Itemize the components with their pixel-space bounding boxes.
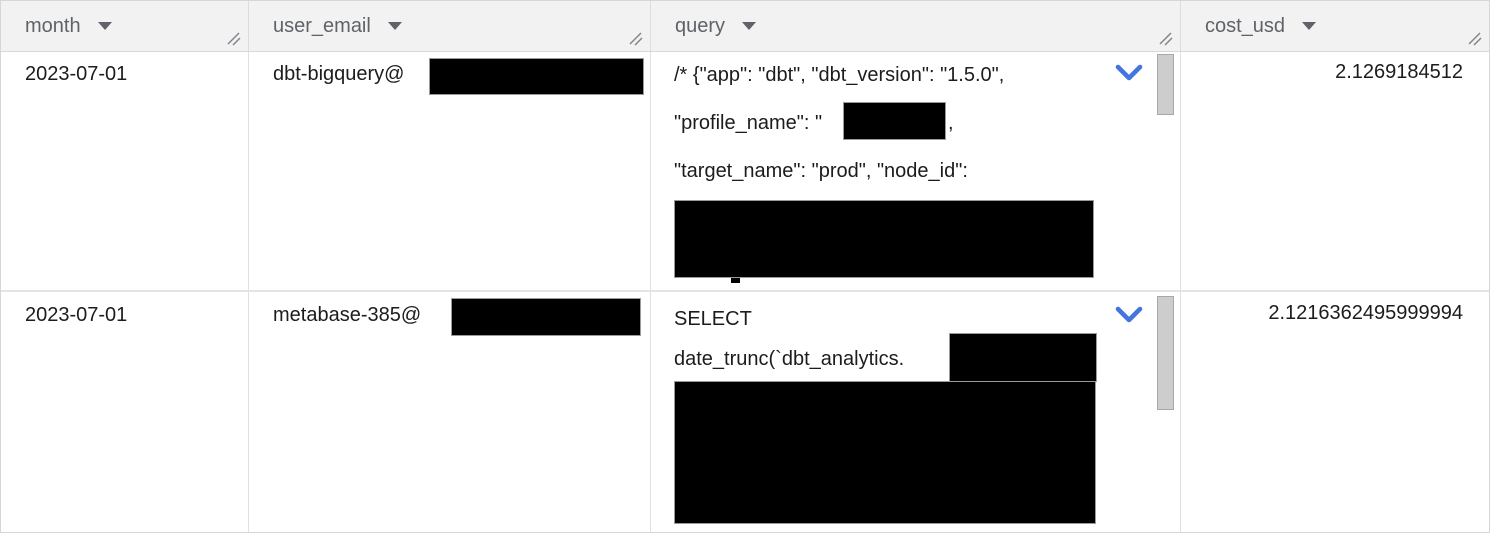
query-cell: SELECT date_trunc(`dbt_analytics. <box>651 292 1181 532</box>
redaction-box <box>674 200 1094 278</box>
query-cell: /* {"app": "dbt", "dbt_version": "1.5.0"… <box>651 52 1181 290</box>
month-cell: 2023-07-01 <box>1 292 249 532</box>
table-row: 2023-07-01 metabase-385@ SELECT date_tru… <box>1 290 1489 532</box>
column-label-user-email: user_email <box>273 14 371 37</box>
column-resize-handle-icon[interactable] <box>1158 31 1173 46</box>
table-header-row: month user_email query cost_usd <box>1 1 1489 52</box>
month-value: 2023-07-01 <box>25 304 128 326</box>
dropdown-arrow-icon[interactable] <box>97 22 112 30</box>
redaction-box <box>949 333 1097 382</box>
user-email-value: metabase-385@ <box>273 304 422 326</box>
month-cell: 2023-07-01 <box>1 52 249 290</box>
column-header-month[interactable]: month <box>1 1 249 51</box>
cell-scrollbar-thumb[interactable] <box>1157 296 1174 410</box>
redaction-box <box>843 102 946 140</box>
cost-usd-cell: 2.1216362495999994 <box>1181 292 1489 532</box>
column-resize-handle-icon[interactable] <box>226 31 241 46</box>
cost-usd-value: 2.1216362495999994 <box>1268 302 1463 324</box>
query-line: date_trunc(`dbt_analytics. <box>674 348 905 370</box>
dropdown-arrow-icon[interactable] <box>387 22 402 30</box>
column-header-user-email[interactable]: user_email <box>249 1 651 51</box>
redaction-box <box>429 58 644 95</box>
user-email-cell: metabase-385@ <box>249 292 651 532</box>
dropdown-arrow-icon[interactable] <box>742 22 757 30</box>
redaction-box <box>451 298 641 336</box>
query-line: /* {"app": "dbt", "dbt_version": "1.5.0"… <box>674 64 1005 86</box>
user-email-cell: dbt-bigquery@ <box>249 52 651 290</box>
expand-cell-chevron-down-icon[interactable] <box>1115 304 1143 327</box>
redaction-fragment <box>731 278 740 283</box>
redaction-box <box>674 381 1096 524</box>
column-label-query: query <box>675 14 726 37</box>
expand-cell-chevron-down-icon[interactable] <box>1115 62 1143 85</box>
cell-scrollbar-thumb[interactable] <box>1157 54 1174 115</box>
column-resize-handle-icon[interactable] <box>1467 31 1482 46</box>
dropdown-arrow-icon[interactable] <box>1302 22 1317 30</box>
column-label-cost-usd: cost_usd <box>1205 14 1286 37</box>
column-resize-handle-icon[interactable] <box>628 31 643 46</box>
query-line: , <box>948 112 954 134</box>
user-email-value: dbt-bigquery@ <box>273 63 405 85</box>
column-label-month: month <box>25 14 81 37</box>
query-line: "profile_name": " <box>674 112 823 134</box>
cost-usd-value: 2.1269184512 <box>1335 61 1463 83</box>
month-value: 2023-07-01 <box>25 63 128 85</box>
table-row: 2023-07-01 dbt-bigquery@ /* {"app": "dbt… <box>1 52 1489 290</box>
column-header-cost-usd[interactable]: cost_usd <box>1181 1 1489 51</box>
query-line: SELECT <box>674 308 752 330</box>
query-line: "target_name": "prod", "node_id": <box>674 160 968 182</box>
column-header-query[interactable]: query <box>651 1 1181 51</box>
cost-usd-cell: 2.1269184512 <box>1181 52 1489 290</box>
